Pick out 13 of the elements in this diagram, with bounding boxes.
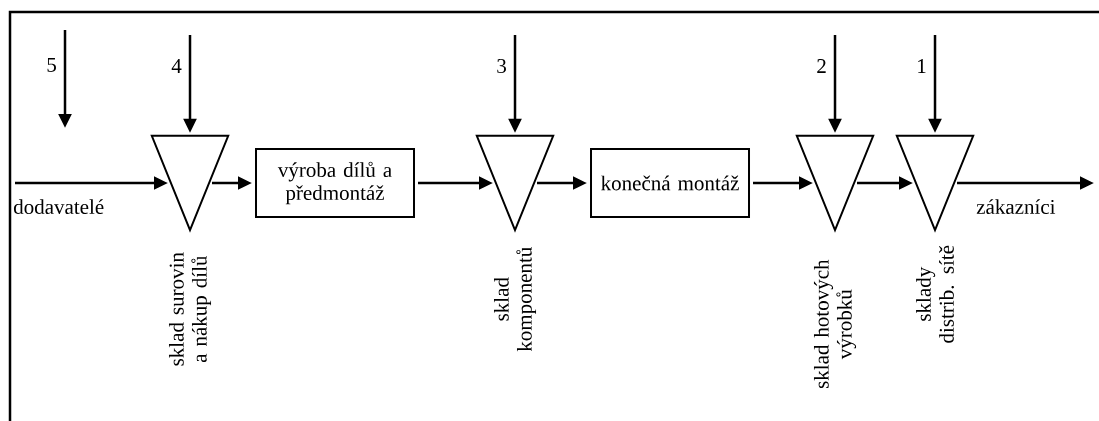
edge-label: 3: [497, 58, 506, 74]
storage-label: sklad komponentů: [494, 247, 537, 352]
callout-number: 5: [47, 58, 56, 72]
edge-label: 2: [817, 59, 826, 73]
process-box: konečná montáž: [590, 148, 750, 218]
storage-label: sklady distrib. sítě: [916, 245, 954, 343]
storage-label: sklad surovin a nákup dílů: [169, 252, 212, 366]
storage-label: sklad hotových výrobků: [813, 259, 857, 389]
edge-label: 4: [171, 59, 182, 73]
edge-label: zákazníci: [976, 199, 1056, 214]
process-box: výroba dílů a předmontáž: [255, 148, 415, 218]
edge-label: dodavatelé: [13, 199, 104, 214]
edge-label: 1: [918, 59, 926, 73]
